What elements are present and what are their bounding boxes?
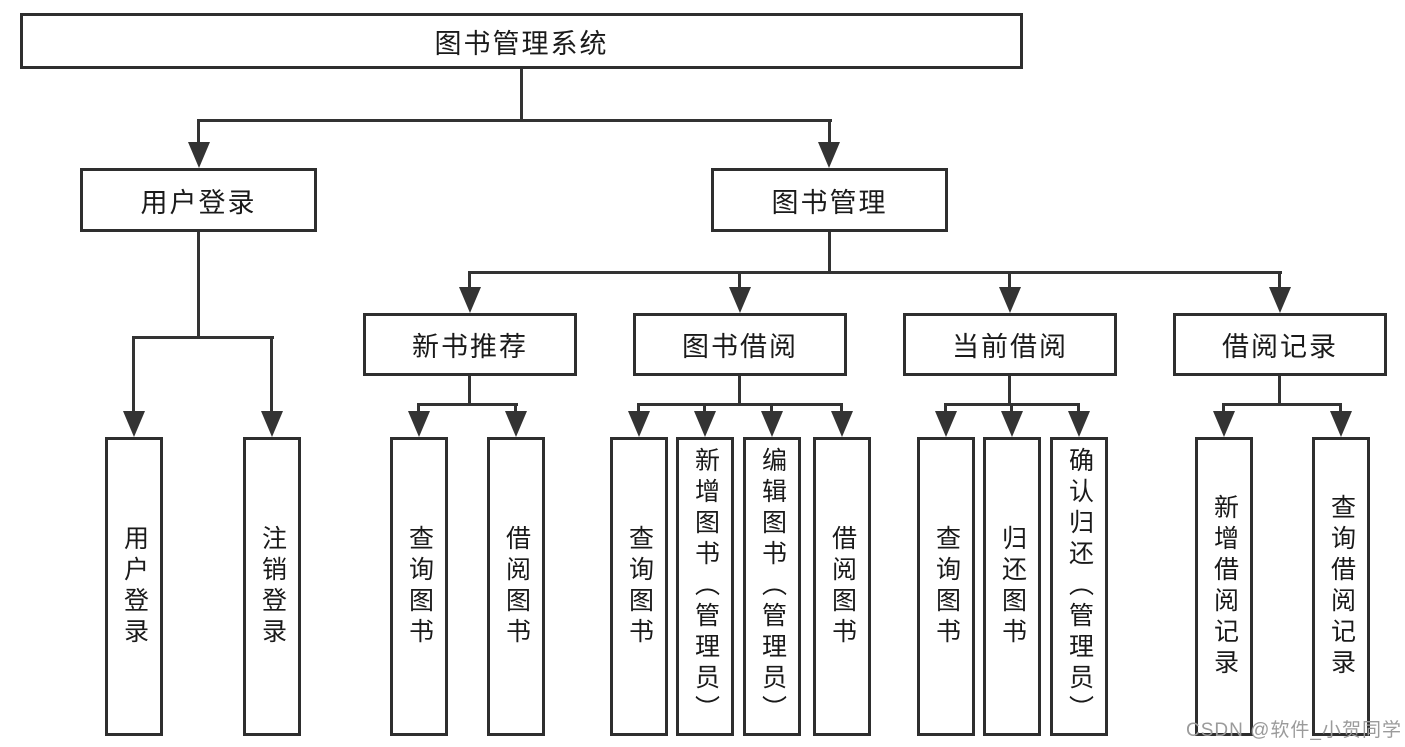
arrow-down-icon xyxy=(729,287,751,313)
arrow-down-icon xyxy=(1330,411,1352,437)
connector-shaft xyxy=(417,403,420,415)
arrow-down-icon xyxy=(1068,411,1090,437)
arrow-down-icon xyxy=(261,411,283,437)
leaf-borrow-query-book: 查询图书 xyxy=(610,437,668,736)
connector-book-management-stem xyxy=(828,232,831,274)
arrow-down-icon xyxy=(123,411,145,437)
leaf-borrow-book: 借阅图书 xyxy=(813,437,871,736)
leaf-logout: 注销登录 xyxy=(243,437,301,736)
node-current-borrow: 当前借阅 xyxy=(903,313,1117,376)
arrow-down-icon xyxy=(408,411,430,437)
leaf-return-book: 归还图书 xyxy=(983,437,1041,736)
connector-shaft-borrow-record xyxy=(1278,271,1281,289)
connector-shaft xyxy=(514,403,517,415)
arrow-down-icon xyxy=(694,411,716,437)
arrow-down-icon xyxy=(831,411,853,437)
connector-borrow-record-stem xyxy=(1278,376,1281,406)
connector-book-borrow-bar xyxy=(637,403,843,406)
node-user-login: 用户登录 xyxy=(80,168,317,232)
connector-shaft xyxy=(1222,403,1225,415)
connector-shaft-book-borrow xyxy=(738,271,741,289)
connector-shaft-current-borrow xyxy=(1008,271,1011,289)
connector-shaft xyxy=(1010,403,1013,415)
leaf-query-borrow-record: 查询借阅记录 xyxy=(1312,437,1370,736)
connector-new-book-stem xyxy=(468,376,471,406)
arrow-down-icon xyxy=(999,287,1021,313)
connector-shaft-leaf-user-login xyxy=(132,336,135,413)
leaf-current-query-book: 查询图书 xyxy=(917,437,975,736)
arrow-down-icon xyxy=(459,287,481,313)
node-new-book-recommend: 新书推荐 xyxy=(363,313,577,376)
connector-shaft-new-book xyxy=(468,271,471,289)
connector-shaft xyxy=(1339,403,1342,415)
connector-shaft-leaf-logout xyxy=(270,336,273,413)
node-book-borrow: 图书借阅 xyxy=(633,313,847,376)
arrow-down-icon xyxy=(761,411,783,437)
leaf-recommend-borrow-book: 借阅图书 xyxy=(487,437,545,736)
arrow-down-icon xyxy=(1001,411,1023,437)
connector-shaft xyxy=(770,403,773,415)
arrow-down-icon xyxy=(1269,287,1291,313)
connector-user-login-stem xyxy=(197,232,200,339)
connector-book-management-bar xyxy=(469,271,1282,274)
leaf-confirm-return-admin: 确认归还（管理员） xyxy=(1050,437,1108,736)
connector-root-stem xyxy=(520,69,523,121)
arrow-down-icon xyxy=(188,142,210,168)
connector-current-borrow-stem xyxy=(1008,376,1011,406)
arrow-down-icon xyxy=(935,411,957,437)
connector-shaft-book-management xyxy=(828,119,831,145)
arrow-down-icon xyxy=(628,411,650,437)
node-book-management: 图书管理 xyxy=(711,168,948,232)
connector-book-borrow-stem xyxy=(738,376,741,406)
connector-shaft xyxy=(944,403,947,415)
connector-root-bar xyxy=(197,119,832,122)
arrow-down-icon xyxy=(1213,411,1235,437)
leaf-user-login: 用户登录 xyxy=(105,437,163,736)
connector-new-book-bar xyxy=(417,403,518,406)
node-borrow-record: 借阅记录 xyxy=(1173,313,1387,376)
connector-shaft xyxy=(1077,403,1080,415)
arrow-down-icon xyxy=(505,411,527,437)
connector-shaft-user-login xyxy=(197,119,200,145)
connector-borrow-record-bar xyxy=(1222,403,1342,406)
connector-shaft xyxy=(637,403,640,415)
arrow-down-icon xyxy=(818,142,840,168)
connector-shaft xyxy=(840,403,843,415)
csdn-watermark: CSDN @软件_小贺同学 xyxy=(1186,720,1402,741)
node-root: 图书管理系统 xyxy=(20,13,1023,69)
leaf-recommend-query-book: 查询图书 xyxy=(390,437,448,736)
connector-shaft xyxy=(703,403,706,415)
leaf-add-borrow-record: 新增借阅记录 xyxy=(1195,437,1253,736)
leaf-edit-book-admin: 编辑图书（管理员） xyxy=(743,437,801,736)
leaf-add-book-admin: 新增图书（管理员） xyxy=(676,437,734,736)
connector-user-login-bar xyxy=(133,336,274,339)
